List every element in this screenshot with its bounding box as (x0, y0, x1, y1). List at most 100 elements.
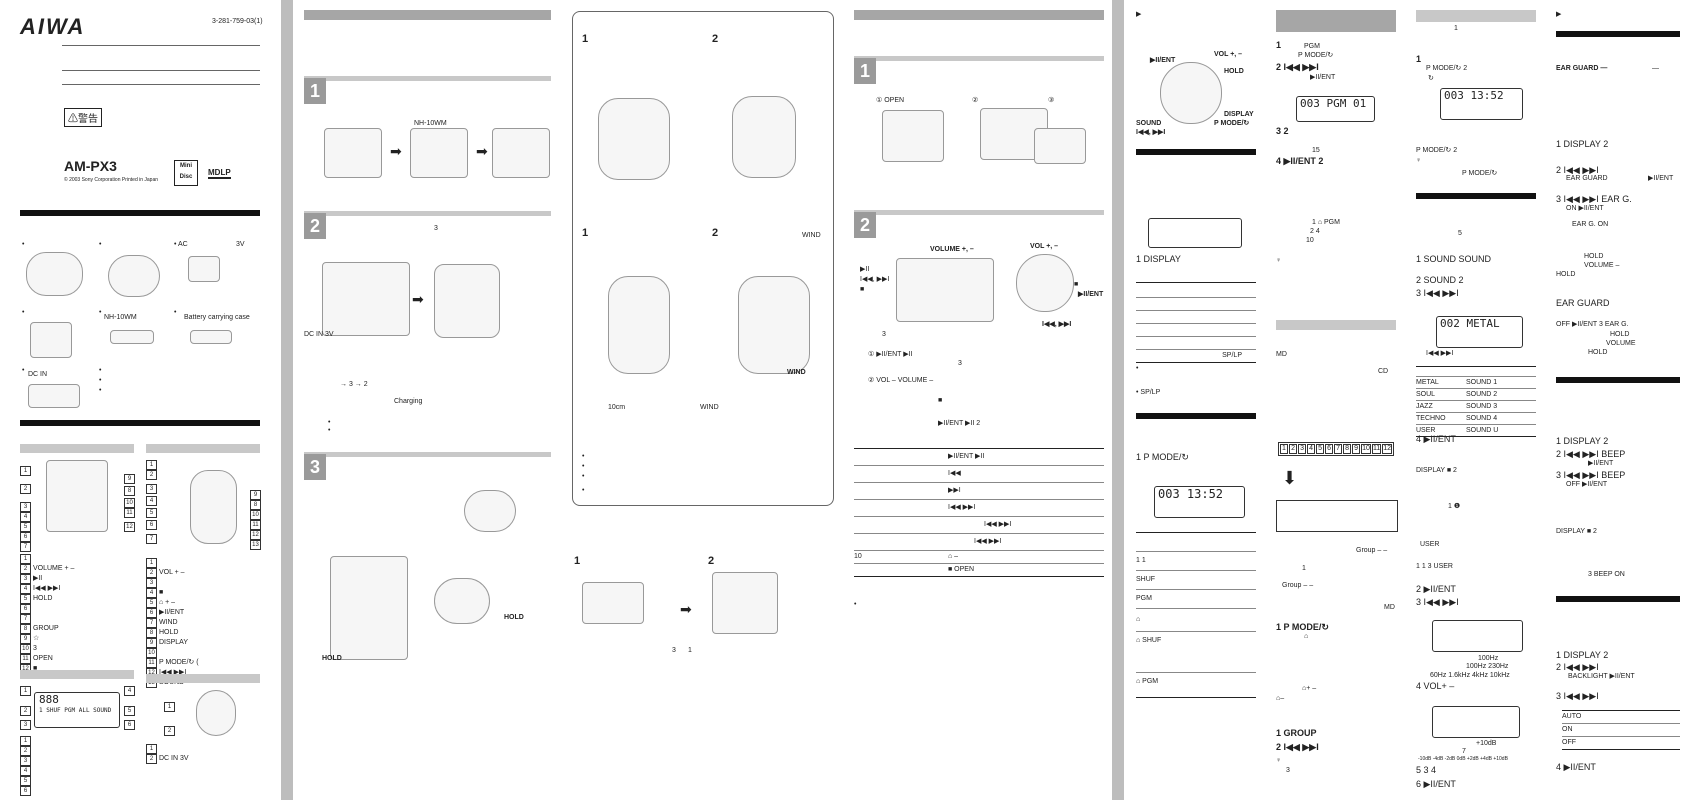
beep-step-1: 1 DISPLAY 2 (1556, 436, 1609, 446)
section-header (146, 674, 260, 683)
group-step: 1 GROUP (1276, 728, 1317, 738)
player-controls-illustration (896, 258, 994, 322)
vol-label: VOL +, – (1030, 243, 1059, 250)
table-row: 1 1 (1136, 552, 1256, 571)
beep-step-2: 2 I◀◀ ▶▶I BEEP (1556, 449, 1626, 459)
hold-label: HOLD (322, 655, 342, 662)
hold-label: HOLD (1610, 331, 1630, 338)
section-header (1416, 10, 1536, 22)
wind-label: WIND (700, 404, 719, 411)
callout: 5 (124, 706, 135, 716)
backlight-step-3: 3 I◀◀ ▶▶I (1556, 691, 1599, 701)
callout: 4 (20, 512, 31, 522)
display-step: 1 DISPLAY (1136, 254, 1181, 264)
column-6: 1 PGM P MODE/↻ 2 I◀◀ ▶▶I ▶II/ENT 003 PGM… (1274, 0, 1398, 800)
callout: 8 (124, 486, 135, 496)
list-item: 2 VOLUME + – (20, 564, 74, 574)
step-2-badge: 2 (854, 212, 876, 238)
backlight-table: AUTO ON OFF (1562, 710, 1680, 750)
rule (62, 70, 260, 71)
rule (62, 84, 260, 85)
display-label: DISPLAY (1224, 111, 1254, 118)
lcd-display: 888 (1432, 620, 1523, 652)
table-row: I◀◀ ▶▶I (854, 500, 1104, 517)
display-note: DISPLAY ■ 2 (1556, 528, 1597, 535)
track-cell: 11 (1371, 444, 1382, 454)
lcd-status: 1 SHUF PGM ALL SOUND (39, 707, 112, 714)
callout: 1 (164, 702, 175, 712)
prev-next-label: I◀◀, ▶▶I (1136, 129, 1166, 136)
bullet: • (1136, 365, 1139, 372)
player-connected-illustration (330, 556, 408, 660)
section-header (1276, 10, 1396, 32)
bullet: • (854, 601, 857, 608)
stand-illustration (434, 264, 500, 338)
clip-illustration (196, 690, 236, 736)
dcin-label: DC IN 3V (304, 331, 334, 338)
volume-step: ② VOL – VOLUME – (868, 377, 934, 384)
case-label: Battery carrying case (184, 314, 250, 321)
display-note: DISPLAY ■ 2 (1416, 467, 1457, 474)
bullet: • (328, 419, 331, 426)
step-3: 3 I◀◀ ▶▶I EAR G. (1556, 194, 1632, 204)
copyright: © 2003 Sony Corporation Printed in Japan (64, 177, 159, 183)
step-1: 1 (582, 33, 589, 45)
track-grid: 1 2 3 4 5 6 7 8 9 10 11 12 (1278, 442, 1394, 456)
display-table: SP/LP (1136, 282, 1256, 363)
wind-illustration-2 (738, 276, 810, 374)
step-4: 4 ▶II/ENT 2 (1276, 156, 1324, 166)
section-header (146, 444, 260, 453)
charging-label: Charging (394, 398, 423, 405)
callout: 1 (20, 466, 31, 476)
list-item: 5 ⌂ + – (146, 598, 199, 608)
two-four: 2 4 (1310, 228, 1320, 235)
table-row: AUTO (1562, 711, 1680, 724)
hold-label: HOLD (1224, 68, 1244, 75)
pmode-step: P MODE/↻ 2 (1426, 65, 1468, 72)
fifteen-label: 15 (1312, 147, 1320, 154)
off-label: OFF ▶II/ENT 3 EAR G. (1556, 321, 1629, 328)
three-label: 3 (882, 331, 886, 338)
prev-next-label: I◀◀, ▶▶I (1042, 321, 1072, 328)
rule (1136, 413, 1256, 419)
list-item: 8 HOLD (146, 628, 199, 638)
lcd-track: 888 (39, 693, 59, 706)
ten-label: 10 (1306, 237, 1314, 244)
step-3: 3 (672, 647, 676, 654)
remote-illustration (26, 252, 83, 296)
lcd-display: 003 PGM 01 (1296, 96, 1375, 122)
arrow-marker: ▶ (1136, 11, 1142, 18)
table-row: OFF (1562, 737, 1680, 750)
rule (1556, 31, 1680, 37)
track-cell: 10 (1361, 444, 1371, 454)
step-2: 2 (708, 555, 715, 567)
ear-on-label: EAR G. ON (1572, 221, 1609, 228)
step-4: 4 VOL+ – (1416, 681, 1455, 691)
bullet: • (582, 453, 585, 460)
list-item: 1 (20, 554, 74, 564)
ent-label: ▶II/ENT (1310, 74, 1336, 81)
play-label: ▶II (860, 266, 870, 273)
earphone-hand-illustration (598, 98, 670, 180)
arrow: ➡ (412, 291, 424, 307)
insert-battery-illustration (410, 128, 468, 178)
section-header (20, 444, 134, 453)
splp-note: • SP/LP (1136, 389, 1161, 396)
callout: 11 (250, 520, 261, 530)
stop-label: ■ (1074, 281, 1079, 288)
charging-stand-illustration (108, 255, 160, 297)
track-cell: 6 (1325, 444, 1334, 454)
nh-label: NH-10WM (414, 120, 447, 127)
list-item: 3 (146, 578, 199, 588)
aiwa-logo: AIWA (20, 14, 86, 39)
earguard-label: EAR GUARD (1566, 175, 1608, 182)
callout: 12 (124, 522, 135, 532)
section-header (854, 56, 1104, 61)
player-part-list: 1 2 VOLUME + – 3 ▶II 4 I◀◀ ▶▶I 5 HOLD 6 … (20, 554, 74, 674)
step-4: 4 ▶II/ENT (1416, 434, 1456, 444)
list-item: 7 (20, 614, 74, 624)
step-1-badge: 1 (854, 58, 876, 84)
table-row: ■ OPEN (854, 564, 1104, 577)
column-4: 1 ① OPEN ② ③ 2 VOLUME +, – VOL +, – ▶II … (852, 0, 1112, 800)
